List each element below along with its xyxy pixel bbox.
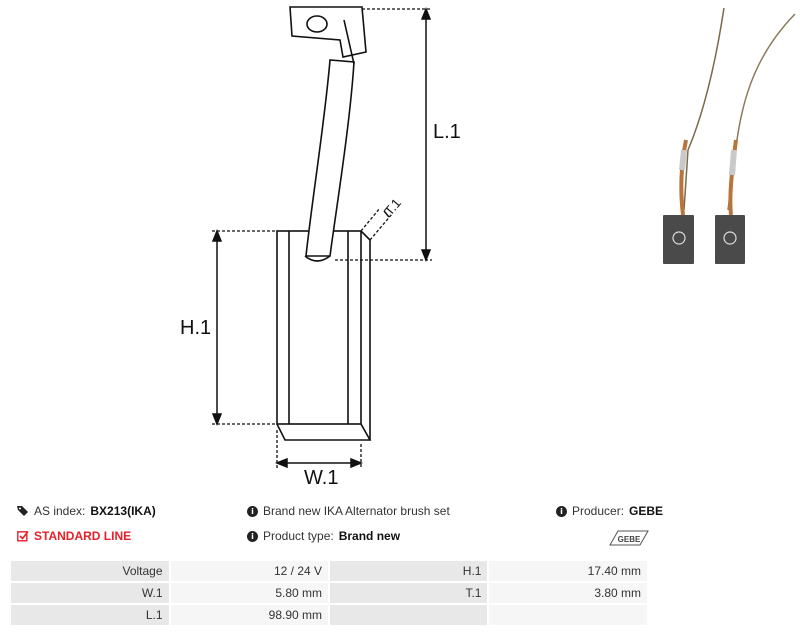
product-photo [663, 7, 796, 264]
spec-label: T.1 [330, 583, 488, 603]
producer-logo-text: GEBE [618, 535, 641, 544]
shunt-wire [305, 59, 355, 257]
spec-value: 5.80 mm [170, 583, 329, 603]
as-index-label: AS index: [34, 504, 86, 518]
info-icon: i [247, 530, 258, 542]
info-icon: i [247, 505, 258, 517]
technical-drawing: L.1 H.1 W.1 T.1 [180, 6, 796, 489]
spec-value: 17.40 mm [489, 561, 647, 581]
specs-table: Voltage 12 / 24 V H.1 17.40 mm W.1 5.80 … [9, 559, 649, 627]
checkbox-icon [17, 531, 29, 542]
dim-label-thickness: T.1 [381, 196, 404, 219]
table-row: L.1 98.90 mm [11, 605, 647, 625]
table-row: Voltage 12 / 24 V H.1 17.40 mm [11, 561, 647, 581]
as-index: AS index: BX213(IKA) [17, 504, 156, 518]
standard-line: STANDARD LINE [17, 529, 131, 543]
description: i Brand new IKA Alternator brush set [247, 504, 450, 518]
spec-label: Voltage [11, 561, 169, 581]
table-row: W.1 5.80 mm T.1 3.80 mm [11, 583, 647, 603]
producer-value: GEBE [629, 504, 664, 518]
spec-label: L.1 [11, 605, 169, 625]
product-type-value: Brand new [338, 529, 401, 543]
spec-label: W.1 [11, 583, 169, 603]
producer-logo: GEBE [609, 530, 649, 546]
spec-value [489, 605, 647, 625]
spec-value: 3.80 mm [489, 583, 647, 603]
producer: i Producer: GEBE [556, 504, 663, 518]
dim-label-height: H.1 [180, 317, 211, 339]
as-index-value: BX213(IKA) [90, 504, 156, 518]
description-text: Brand new IKA Alternator brush set [263, 504, 450, 518]
spec-value: 12 / 24 V [170, 561, 329, 581]
producer-label: Producer: [572, 504, 625, 518]
terminal-tab [289, 6, 367, 58]
dim-label-length: L.1 [433, 121, 461, 143]
info-icon: i [556, 505, 567, 517]
dim-label-width: W.1 [304, 467, 338, 489]
tags-icon [17, 506, 28, 516]
standard-line-label: STANDARD LINE [34, 529, 132, 543]
product-type-label: Product type: [263, 529, 334, 543]
product-type: i Product type: Brand new [247, 529, 400, 543]
spec-value: 98.90 mm [170, 605, 329, 625]
spec-label: H.1 [330, 561, 488, 581]
spec-label [330, 605, 488, 625]
